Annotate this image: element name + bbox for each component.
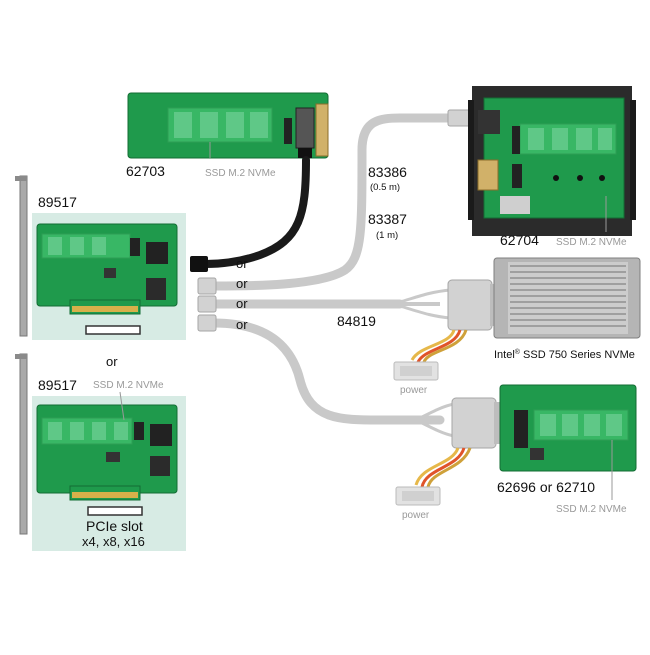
label-62696-ssd: SSD M.2 NVMe	[556, 504, 627, 515]
connector-gray-3	[197, 314, 217, 332]
intel-ssd-750	[493, 257, 641, 339]
label-83387: 83387	[368, 211, 407, 227]
power-wires-2	[414, 447, 460, 486]
label-power-2: power	[402, 510, 430, 521]
power-connector-2	[395, 486, 441, 506]
pcie-slot-top	[85, 325, 141, 335]
connector-gray-2	[197, 295, 217, 313]
label-intel: Intel® SSD 750 Series NVMe	[494, 348, 635, 361]
bracket-89517-bottom	[15, 353, 28, 535]
label-62704-ssd: SSD M.2 NVMe	[556, 237, 627, 248]
pcie-slot-bottom	[87, 506, 143, 516]
frame-62704	[468, 86, 636, 236]
label-ssd-bottom: SSD M.2 NVMe	[93, 380, 164, 391]
label-pcie-line1: PCIe slot	[86, 518, 143, 534]
label-84819: 84819	[337, 313, 376, 329]
connector-gray-1	[197, 277, 217, 295]
label-89517-top: 89517	[38, 194, 77, 210]
label-or-4: or	[236, 317, 248, 332]
adapter-62703	[127, 92, 329, 159]
cable-62696	[209, 318, 445, 425]
u2-connector-62696	[451, 397, 502, 449]
card-89517-top	[36, 223, 178, 315]
label-or-1: or	[236, 256, 248, 271]
card-89517-bottom	[36, 404, 178, 501]
leader-ssd-bottom	[119, 391, 125, 421]
u2-connector-intel	[447, 279, 498, 331]
connector-62704-end	[447, 109, 471, 127]
adapter-62696	[499, 384, 637, 472]
cable-83386	[209, 113, 455, 291]
label-or-mid: or	[106, 354, 118, 369]
power-connector-1	[393, 361, 439, 381]
label-or-2: or	[236, 276, 248, 291]
bracket-89517-top	[15, 175, 28, 337]
power-wires-1	[410, 329, 456, 361]
label-power-1: power	[400, 385, 428, 396]
cable-black	[201, 156, 310, 268]
label-89517-bottom: 89517	[38, 377, 77, 393]
connector-black	[190, 256, 208, 272]
label-62703-ssd: SSD M.2 NVMe	[205, 168, 276, 179]
label-83386: 83386	[368, 164, 407, 180]
label-62703: 62703	[126, 163, 165, 179]
label-or-3: or	[236, 296, 248, 311]
label-62704: 62704	[500, 232, 539, 248]
label-83386-len: (0.5 m)	[370, 182, 400, 193]
label-83387-len: (1 m)	[376, 230, 398, 241]
label-pcie-line2: x4, x8, x16	[82, 534, 145, 549]
label-62696: 62696 or 62710	[497, 479, 595, 495]
